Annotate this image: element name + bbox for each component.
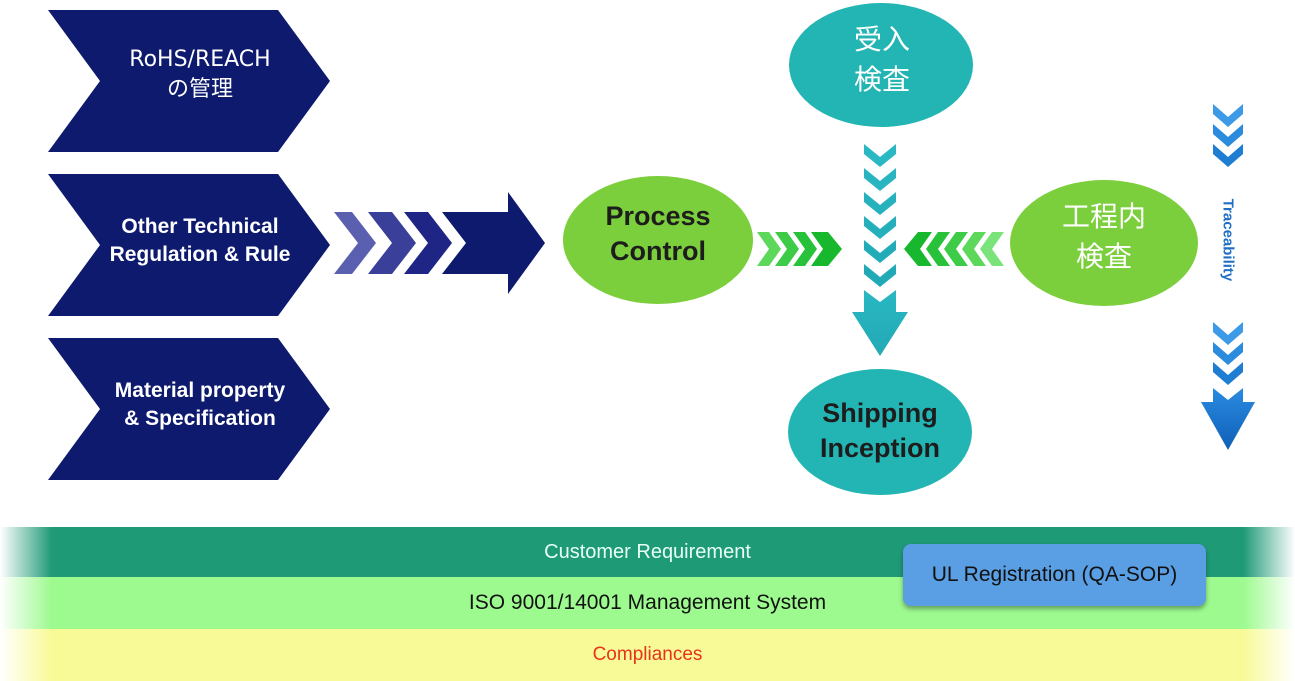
process-control-line-1: Process <box>605 201 711 231</box>
incoming-inspection-line-2: 検査 <box>853 62 910 96</box>
green-chevron-r4 <box>811 232 842 266</box>
green-chevron-l5 <box>980 232 1004 266</box>
shipping-inspection-line-1: Shipping <box>822 398 938 428</box>
rohs-reach-line-1: RoHS/REACH <box>129 47 271 72</box>
traceability-top-chevrons <box>1213 104 1243 167</box>
green-chevron-r2 <box>775 232 799 266</box>
rohs-reach-line-2: の管理 <box>166 76 233 102</box>
material-property-label: Material property & Specification <box>60 377 340 434</box>
incoming-inspection-label: 受入 検査 <box>790 20 974 100</box>
chevron-material <box>48 338 330 480</box>
flow-chevron-3 <box>404 212 452 274</box>
process-control-node <box>563 176 753 304</box>
green-chevron-l4 <box>962 232 986 266</box>
shipping-inspection-label: Shipping Inception <box>788 396 972 466</box>
rohs-reach-label: RoHS/REACH の管理 <box>60 45 340 104</box>
teal-down-chevrons <box>864 144 896 287</box>
chevron-rohs <box>48 10 330 152</box>
green-chevron-l2 <box>926 232 950 266</box>
other-technical-label: Other Technical Regulation & Rule <box>60 213 340 270</box>
incoming-inspection-node <box>789 3 973 127</box>
traceability-down-arrow <box>1201 388 1255 450</box>
green-chevron-l1 <box>904 232 932 266</box>
process-control-label: Process Control <box>563 199 753 269</box>
traceability-label: Traceability <box>1219 198 1237 282</box>
in-process-inspection-line-2: 検査 <box>1075 239 1132 273</box>
green-chevron-r3 <box>793 232 817 266</box>
material-property-line-2: & Specification <box>124 407 276 431</box>
flow-chevron-1 <box>334 212 376 274</box>
teal-down-arrow <box>852 290 908 356</box>
flow-chevron-2 <box>368 212 416 274</box>
flow-big-arrow <box>442 192 545 294</box>
other-technical-line-2: Regulation & Rule <box>109 243 291 267</box>
green-chevron-l3 <box>944 232 968 266</box>
in-process-inspection-label: 工程内 検査 <box>1010 197 1198 277</box>
material-property-line-1: Material property <box>114 379 286 402</box>
other-technical-line-1: Other Technical <box>121 215 279 238</box>
shipping-inspection-line-2: Inception <box>820 433 940 464</box>
shipping-inspection-node <box>788 369 972 495</box>
compliances-band: Compliances <box>0 629 1295 681</box>
traceability-bottom-chevrons <box>1213 322 1243 385</box>
chevron-other-technical <box>48 174 330 316</box>
in-process-inspection-line-1: 工程内 <box>1061 200 1146 233</box>
incoming-inspection-line-1: 受入 <box>853 23 910 56</box>
in-process-inspection-node <box>1010 180 1198 306</box>
ul-registration-box: UL Registration (QA-SOP) <box>903 544 1206 606</box>
process-control-line-2: Control <box>610 236 706 267</box>
green-chevron-r1 <box>757 232 781 266</box>
